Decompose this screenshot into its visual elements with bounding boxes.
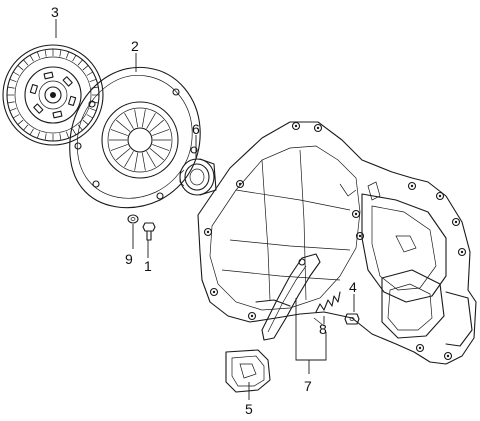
callout-2: 2 bbox=[131, 38, 139, 54]
callout-6: 6 bbox=[192, 121, 200, 137]
clutch-disc-part bbox=[2, 44, 104, 146]
callout-7: 7 bbox=[304, 378, 312, 394]
callout-5: 5 bbox=[245, 401, 253, 417]
mounting-bolt-part bbox=[344, 313, 360, 325]
leader-lines bbox=[55, 19, 355, 400]
callout-1: 1 bbox=[144, 258, 152, 274]
callout-8: 8 bbox=[319, 321, 327, 337]
washer-part bbox=[127, 214, 139, 224]
release-fork-part bbox=[255, 253, 321, 341]
callout-4: 4 bbox=[349, 279, 357, 295]
bolt-part bbox=[142, 222, 156, 241]
clutch-cover-part bbox=[69, 66, 201, 209]
transaxle-housing bbox=[197, 121, 477, 365]
callout-3: 3 bbox=[51, 4, 59, 20]
callout-9: 9 bbox=[125, 251, 133, 267]
release-bearing-part bbox=[179, 158, 217, 196]
fork-boot-part bbox=[225, 349, 271, 393]
return-spring-part bbox=[313, 291, 341, 327]
